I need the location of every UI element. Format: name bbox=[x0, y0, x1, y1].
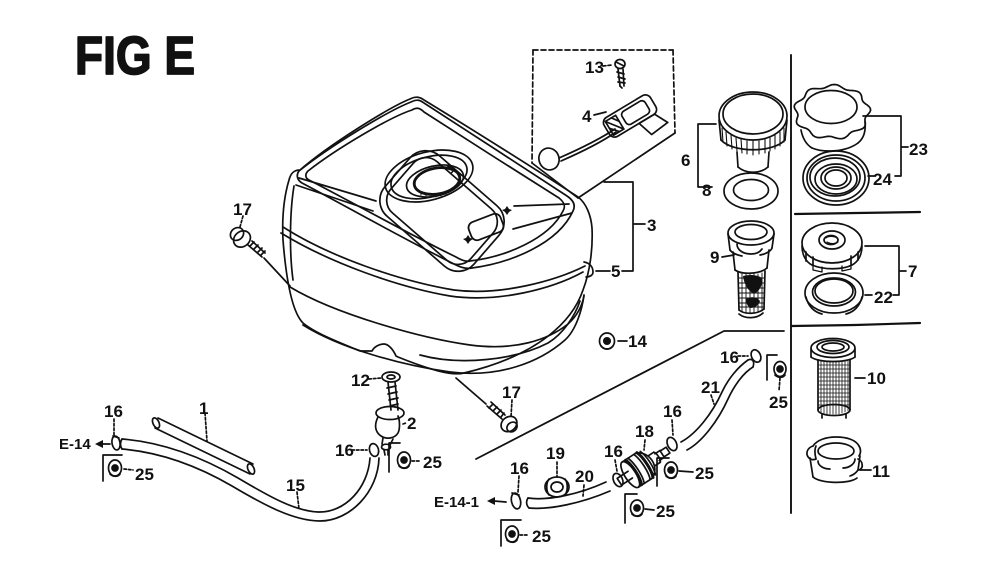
svg-text:10: 10 bbox=[867, 369, 886, 388]
svg-text:3: 3 bbox=[647, 216, 656, 235]
svg-text:19: 19 bbox=[546, 444, 565, 463]
svg-text:16: 16 bbox=[720, 348, 739, 367]
svg-text:6: 6 bbox=[681, 151, 690, 170]
svg-text:FIG E: FIG E bbox=[75, 26, 195, 86]
svg-text:24: 24 bbox=[873, 170, 892, 189]
svg-text:25: 25 bbox=[769, 393, 788, 412]
svg-text:11: 11 bbox=[872, 462, 890, 481]
svg-text:25: 25 bbox=[695, 464, 714, 483]
svg-text:16: 16 bbox=[104, 402, 123, 421]
svg-text:25: 25 bbox=[532, 527, 551, 546]
svg-text:13: 13 bbox=[585, 58, 604, 77]
svg-text:25: 25 bbox=[135, 465, 154, 484]
svg-text:7: 7 bbox=[908, 262, 917, 281]
svg-text:21: 21 bbox=[701, 378, 720, 397]
svg-text:E-14: E-14 bbox=[59, 436, 91, 453]
svg-text:4: 4 bbox=[582, 107, 592, 126]
svg-text:5: 5 bbox=[611, 262, 620, 281]
svg-text:16: 16 bbox=[604, 442, 623, 461]
svg-text:22: 22 bbox=[874, 288, 893, 307]
svg-text:16: 16 bbox=[335, 441, 354, 460]
svg-text:8: 8 bbox=[702, 181, 711, 200]
svg-text:16: 16 bbox=[510, 459, 529, 478]
svg-text:14: 14 bbox=[628, 332, 647, 351]
svg-text:18: 18 bbox=[635, 422, 654, 441]
svg-text:15: 15 bbox=[286, 476, 305, 495]
svg-text:1: 1 bbox=[199, 399, 208, 418]
svg-text:17: 17 bbox=[502, 383, 521, 402]
svg-text:17: 17 bbox=[233, 200, 252, 219]
svg-text:2: 2 bbox=[407, 414, 416, 433]
svg-text:9: 9 bbox=[710, 248, 719, 267]
svg-text:25: 25 bbox=[423, 453, 442, 472]
svg-text:16: 16 bbox=[663, 402, 682, 421]
svg-text:20: 20 bbox=[575, 467, 594, 486]
svg-text:12: 12 bbox=[351, 371, 370, 390]
svg-text:25: 25 bbox=[656, 502, 675, 521]
svg-text:E-14-1: E-14-1 bbox=[434, 494, 479, 511]
svg-text:23: 23 bbox=[909, 140, 928, 159]
